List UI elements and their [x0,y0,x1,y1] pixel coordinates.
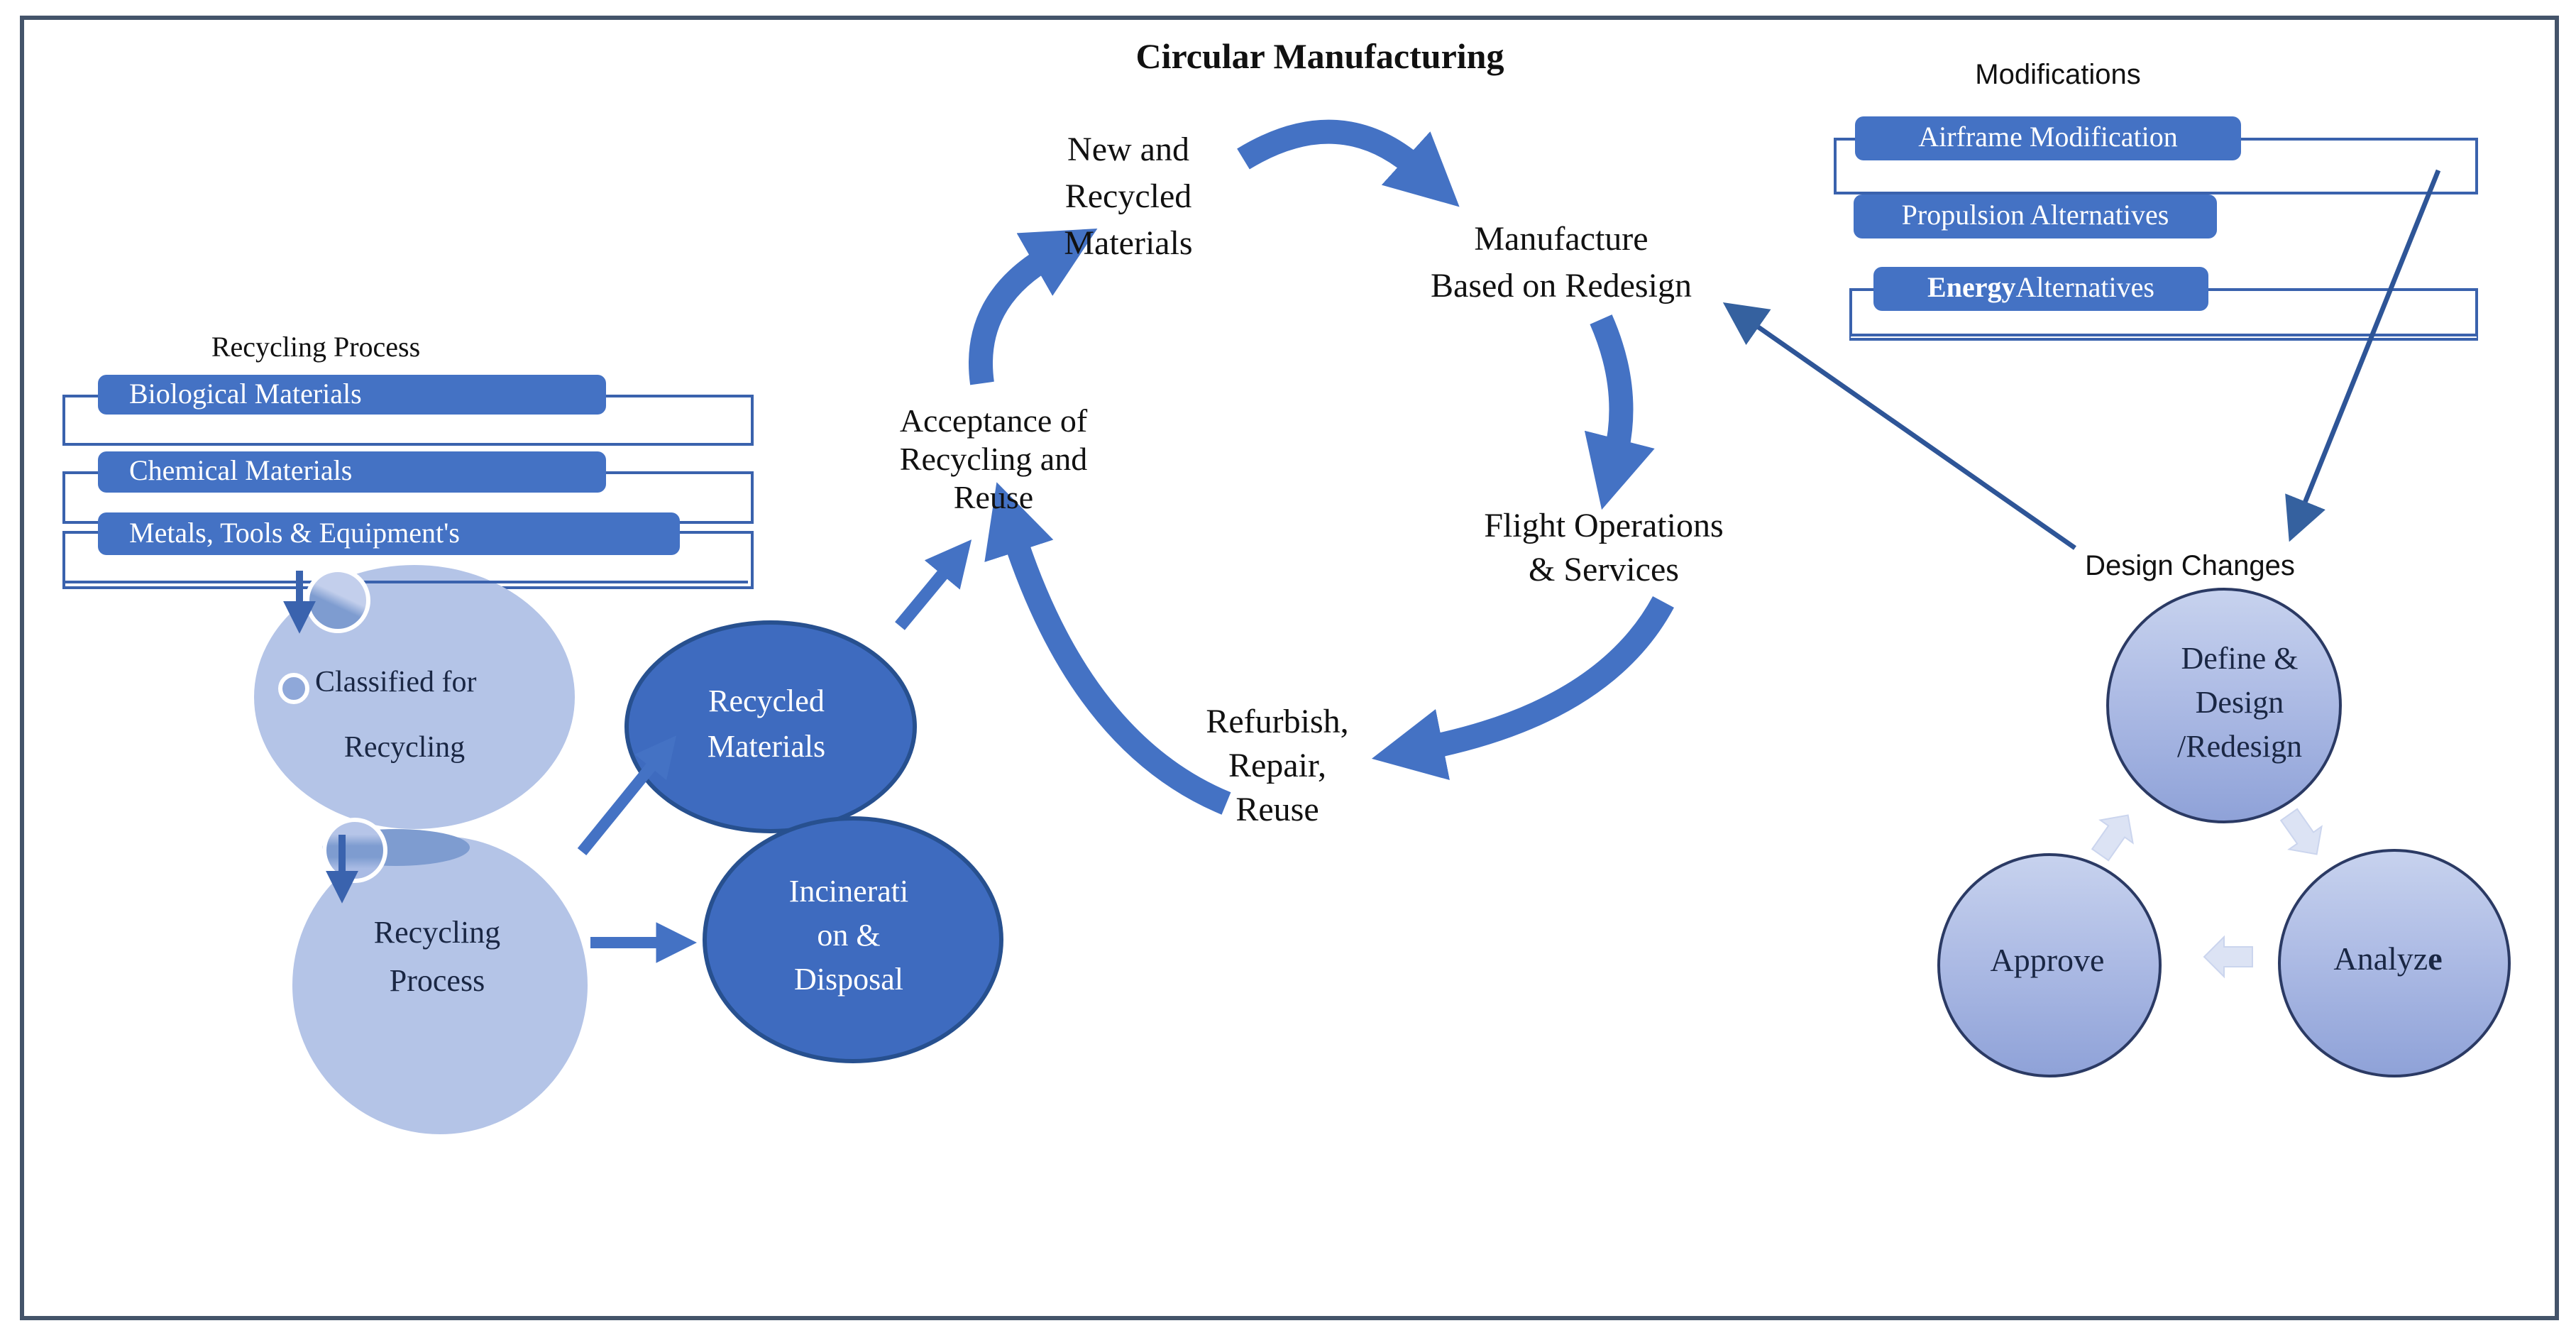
classified-line-1: Classified for [315,664,477,698]
classified-line-2: Recycling [343,730,466,764]
cycle-node-new-recycled-materials: New and Recycled Materials [1064,132,1193,263]
recycled-materials-ellipse [624,620,917,833]
modifications-panel-title: Modifications [1975,60,2141,91]
box-biological-materials: Biological Materials [98,375,606,415]
box-chemical-materials-label: Chemical Materials [129,456,353,487]
box-energy-alternatives-label-rest: Alternatives [2015,273,2154,304]
offset-box-3-bottom-line [62,581,748,583]
box-airframe-modification: Airframe Modification [1855,116,2241,160]
box-chemical-materials: Chemical Materials [98,451,606,493]
box-metals-tools-equipments-label: Metals, Tools & Equipment's [129,517,460,549]
cycle-node-acceptance: Acceptance of Recycling and Reuse [899,403,1088,515]
cycle-node-flight-operations: Flight Operations & Services [1484,508,1724,589]
recycled-materials-label: Recycled Materials [707,683,826,764]
box-energy-alternatives-label-bold: Energy [1927,273,2016,304]
junction-circle-middle [322,818,387,883]
box-propulsion-alternatives: Propulsion Alternatives [1854,194,2217,238]
diagram-frame-border [20,16,2559,1320]
analyze-circle [2278,849,2511,1077]
box-biological-materials-label: Biological Materials [129,378,362,410]
incineration-disposal-label: Incinerati on & Disposal [788,873,909,997]
define-design-redesign-label: Define & Design /Redesign [2177,640,2302,764]
incineration-disposal-ellipse [703,816,1003,1063]
analyze-label: Analyze [2333,941,2443,977]
cycle-node-manufacture: Manufacture Based on Redesign [1431,221,1692,305]
approve-circle [1937,853,2162,1077]
define-design-redesign-circle [2106,588,2342,823]
box-metals-tools-equipments: Metals, Tools & Equipment's [98,512,680,555]
design-changes-label: Design Changes [2085,551,2295,582]
junction-circle-top [305,568,370,633]
box-energy-alternatives: Energy Alternatives [1873,267,2208,311]
approve-label: Approve [1990,943,2105,978]
box-propulsion-alternatives-label: Propulsion Alternatives [1901,200,2169,231]
box-airframe-modification-label: Airframe Modification [1918,122,2178,153]
recycling-panel-title: Recycling Process [211,332,421,363]
cycle-node-refurbish: Refurbish, Repair, Reuse [1206,704,1349,829]
diagram-title: Circular Manufacturing [1135,38,1504,77]
classified-bullet-ring [278,673,309,704]
recycling-process-ellipse-label: Recycling Process [373,914,501,998]
